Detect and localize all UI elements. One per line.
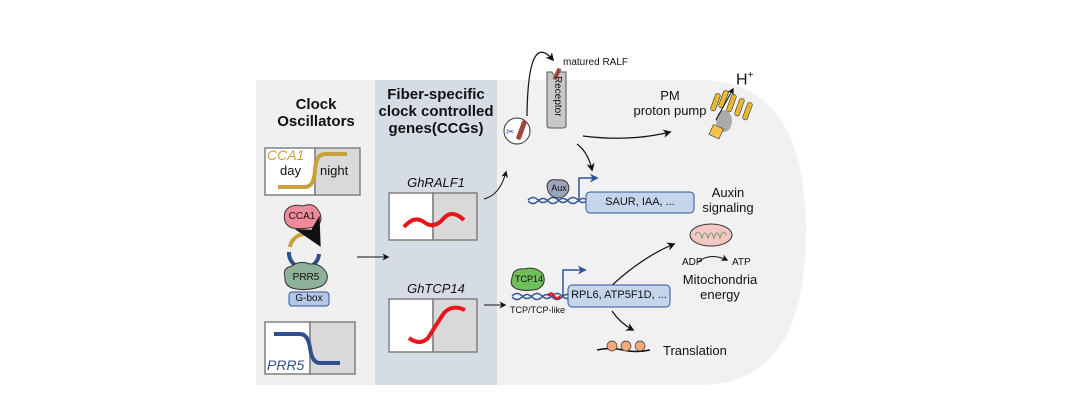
ghralf1-expression-chart	[388, 192, 478, 241]
adp-atp-arrow	[697, 254, 729, 263]
arrow-ralf-to-processing	[483, 170, 508, 200]
cell-region	[497, 80, 806, 385]
cca1-protein-label: CCA1	[288, 211, 316, 222]
proton-pump	[708, 87, 753, 140]
tcp-site-label: TCP/TCP-like	[510, 305, 566, 315]
matured-ralf-label: matured RALF	[563, 57, 629, 68]
translation-label: Translation	[663, 343, 727, 358]
prr5-expression-chart	[264, 321, 356, 375]
receptor-label: Receptor	[552, 76, 563, 117]
ralf-peptide-icon	[516, 120, 527, 140]
mitochondria-icon	[689, 223, 733, 247]
tcp14-protein-label: TCP14	[514, 274, 543, 284]
arrow-to-mitochondria	[606, 242, 676, 291]
ghtcp14-expression-chart	[388, 298, 478, 353]
day-label: day	[280, 163, 301, 178]
prr5-protein	[283, 261, 328, 291]
arrow-to-translation	[611, 310, 635, 331]
mitochondria-energy-label: Mitochondria energy	[682, 272, 758, 302]
ghtcp14-label: GhTCP14	[407, 281, 465, 296]
ghtcp14-curve	[407, 305, 466, 344]
tcp-gene-box	[567, 284, 671, 308]
aux-protein-label: Aux	[551, 183, 567, 193]
matured-ralf-peptide	[552, 67, 562, 81]
tcp14-protein	[510, 267, 545, 291]
atp-label: ATP	[732, 257, 751, 268]
feedback-arc-top	[288, 215, 321, 248]
ghralf1-curve	[402, 212, 466, 229]
prr5-chart-label: PRR5	[267, 357, 305, 373]
cca1-chart-label: CCA1	[267, 147, 305, 163]
ribosome-icon	[596, 340, 651, 353]
tcp-tss-arrow	[562, 265, 587, 296]
aux-protein	[546, 179, 570, 199]
cca1-curve	[278, 152, 347, 189]
pm-proton-pump-label: PM proton pump	[633, 88, 707, 118]
prr5-curve	[274, 332, 340, 365]
cca1-expression-chart	[264, 147, 361, 196]
scissors-icon: ✂	[506, 127, 514, 138]
auxin-signaling-label: Auxin signaling	[702, 185, 754, 215]
tcp-genes-label: RPL6, ATP5F1D, ...	[571, 289, 667, 301]
prr5-protein-label: PRR5	[292, 272, 320, 283]
auxin-genes-label: SAUR, IAA, ...	[605, 196, 675, 208]
ccg-title: Fiber-specific clock controlled genes(CC…	[378, 86, 494, 137]
arrow-receptor-to-auxin	[576, 143, 595, 172]
auxin-tss-arrow	[578, 173, 599, 200]
h-plus-label: H+	[736, 70, 754, 89]
g-box	[288, 291, 330, 307]
adp-label: ADP	[682, 257, 703, 268]
auxin-gene-box	[585, 191, 695, 214]
night-label: night	[320, 163, 349, 178]
ghralf1-label: GhRALF1	[407, 175, 465, 190]
arrow-receptor-to-pump	[582, 129, 672, 139]
g-box-label: G-box	[295, 293, 323, 304]
clock-oscillators-title: Clock Oscillators	[277, 96, 355, 130]
arrow-processing-to-receptor	[526, 51, 555, 117]
tcp-binding-site	[546, 292, 562, 300]
